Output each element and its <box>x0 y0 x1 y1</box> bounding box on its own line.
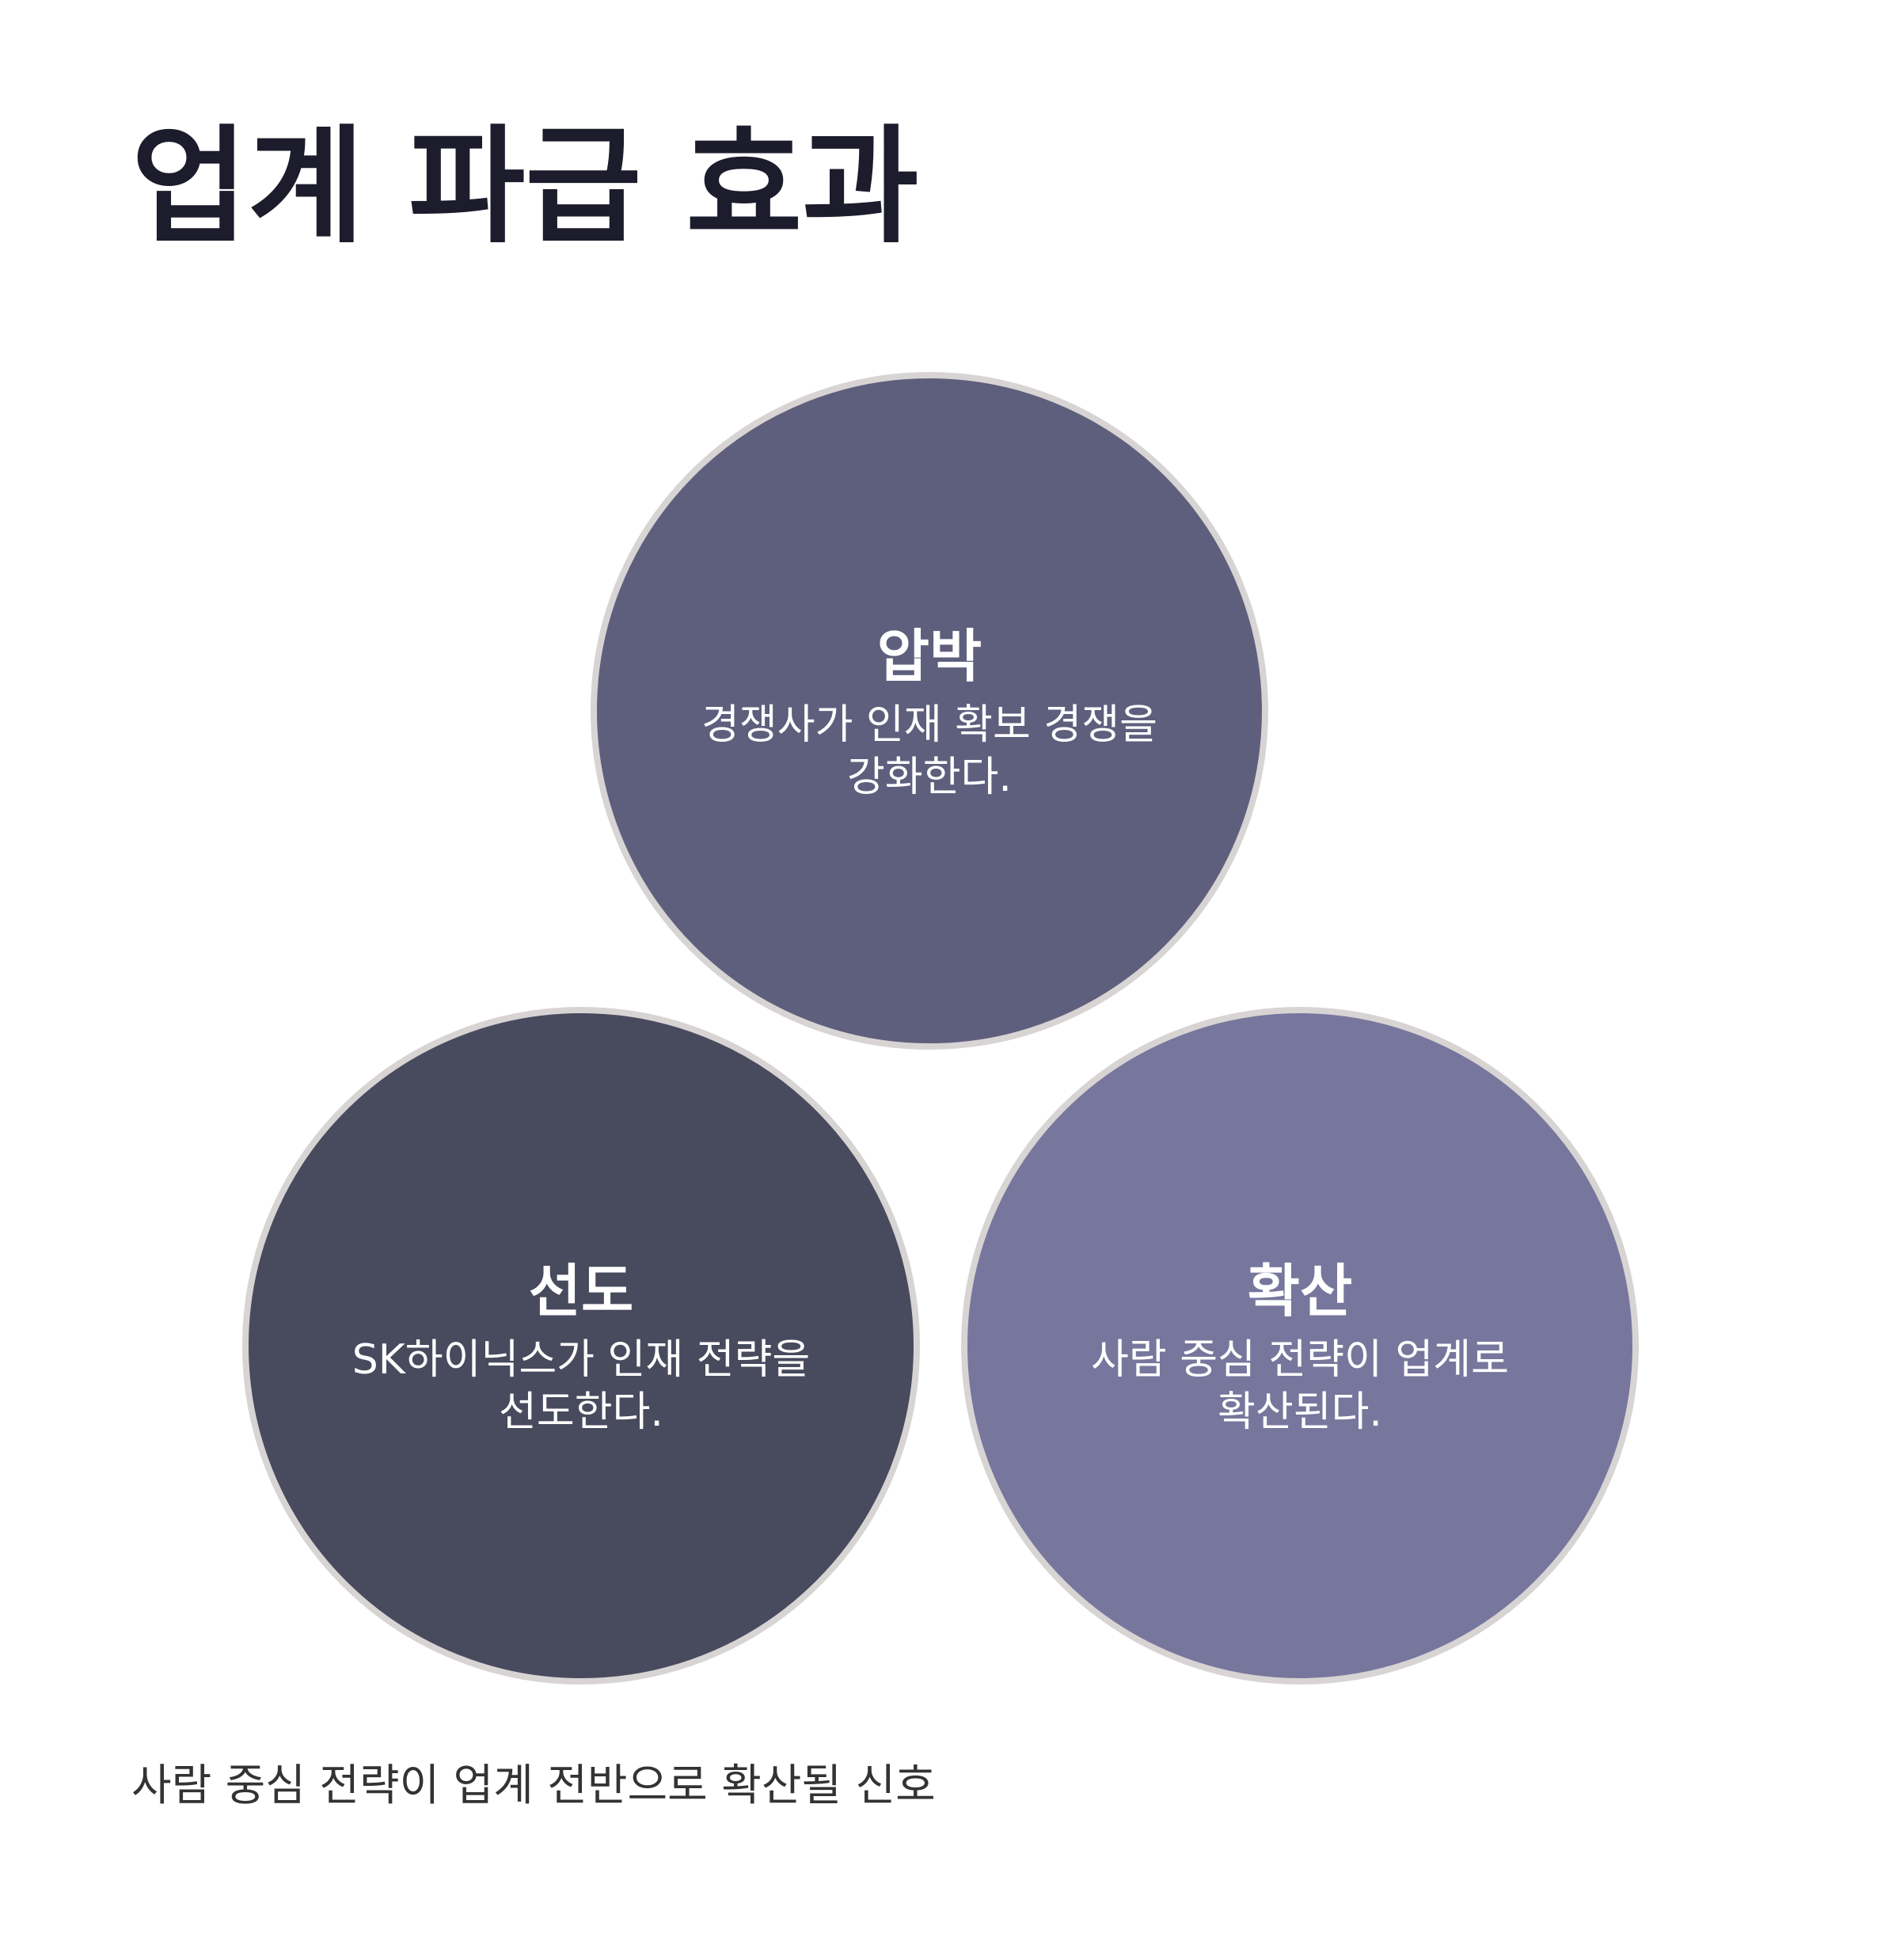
footer-note: 사람 중심 전략이 업계 전반으로 확산될 신호 <box>131 1760 936 1810</box>
circle-pressure: 압박 경쟁사가 인재 확보 경쟁을 강화한다. <box>591 372 1268 1050</box>
circle-content: 압박 경쟁사가 인재 확보 경쟁을 강화한다. <box>692 622 1167 803</box>
circle-content: 선도 SK하이닉스가 인재 전략을 선도한다. <box>344 1257 819 1438</box>
circle-title: 확산 <box>1247 1258 1353 1325</box>
circle-description: 경쟁사가 인재 확보 경쟁을 강화한다. <box>701 701 1157 802</box>
page-title: 업계 파급 효과 <box>131 112 919 260</box>
circle-description: SK하이닉스가 인재 전략을 선도한다. <box>352 1335 811 1437</box>
circle-lead: 선도 SK하이닉스가 인재 전략을 선도한다. <box>242 1007 920 1685</box>
circle-spread: 확산 사람 중심 전략이 업계로 확산된다. <box>961 1007 1639 1685</box>
circle-title: 압박 <box>876 623 982 690</box>
circle-description: 사람 중심 전략이 업계로 확산된다. <box>1091 1335 1509 1437</box>
circle-content: 확산 사람 중심 전략이 업계로 확산된다. <box>1062 1257 1537 1438</box>
circle-title: 선도 <box>528 1258 634 1325</box>
